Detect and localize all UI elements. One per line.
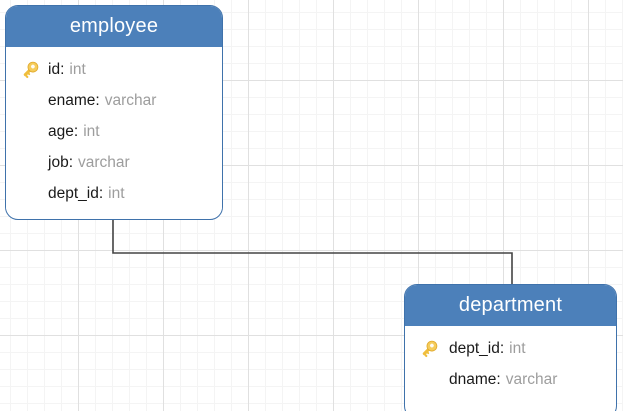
key-icon (418, 338, 440, 360)
attribute-separator: : (499, 339, 505, 357)
attribute-separator: : (73, 122, 79, 140)
attribute-separator: : (60, 60, 65, 78)
attribute-type: varchar (104, 91, 157, 109)
entity-table-department[interactable]: department dept_id:int (404, 284, 617, 411)
attribute-row[interactable]: age:int (6, 116, 222, 147)
attribute-row[interactable]: dname:varchar (405, 364, 616, 395)
attribute-row[interactable]: dept_id:int (6, 178, 222, 209)
attribute-name: dept_id (449, 339, 500, 357)
entity-table-employee[interactable]: employee id:int (5, 5, 223, 220)
attribute-name: ename (48, 91, 96, 109)
attribute-row[interactable]: dept_id:int (405, 333, 616, 364)
attribute-name: dept_id (48, 184, 99, 202)
attribute-type: varchar (505, 370, 558, 388)
attribute-row[interactable]: id:int (6, 54, 222, 85)
entity-title-employee: employee (6, 6, 222, 47)
attribute-row[interactable]: ename:varchar (6, 85, 222, 116)
attribute-row[interactable]: job: varchar (6, 147, 222, 178)
entity-body-department: dept_id:int dname:varchar (405, 326, 616, 395)
entity-title-department: department (405, 285, 616, 326)
attribute-type: int (108, 184, 125, 202)
attribute-separator: : (95, 91, 100, 109)
relationship-edge-employee-department[interactable] (112, 218, 513, 286)
attribute-name: age (48, 122, 74, 140)
attribute-type: varchar (78, 153, 130, 171)
attribute-separator: : (496, 370, 501, 388)
attribute-type: int (83, 122, 100, 140)
entity-body-employee: id:int ename:varchar age:int job:varchar… (6, 47, 222, 209)
attribute-separator: : (98, 184, 104, 202)
attribute-type: int (69, 60, 86, 78)
attribute-name: dname (449, 370, 497, 388)
key-icon (19, 59, 41, 81)
attribute-separator: : (68, 153, 73, 171)
attribute-type: int (509, 339, 526, 357)
attribute-name: id (48, 60, 61, 78)
attribute-name: job (48, 153, 69, 171)
